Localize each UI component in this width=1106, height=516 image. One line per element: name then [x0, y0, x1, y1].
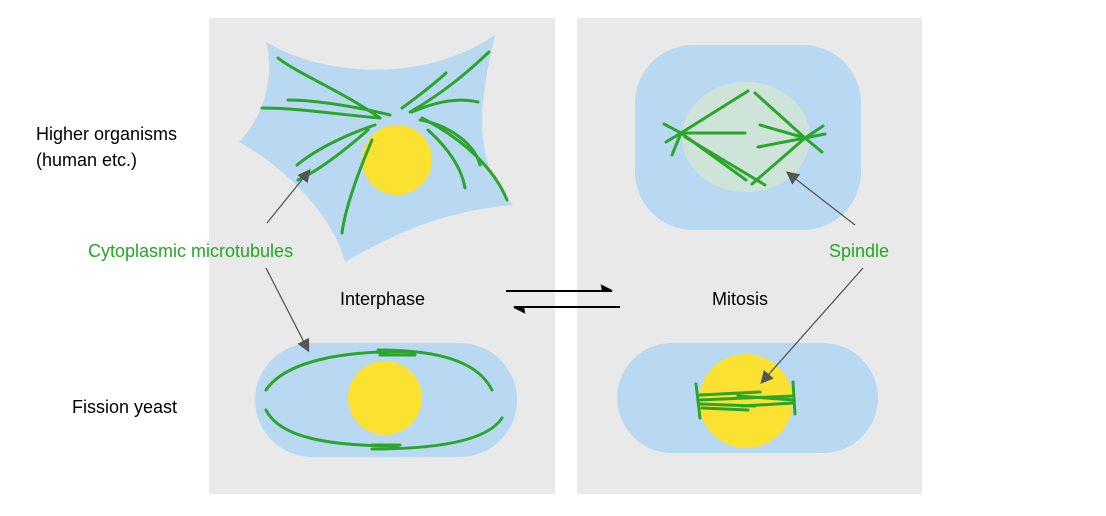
nucleus [362, 125, 432, 195]
spindle-zone [682, 82, 810, 192]
row-label-higher-organisms: Higher organisms [36, 124, 178, 144]
row-label-fission-yeast: Fission yeast [72, 397, 178, 417]
spindle-microtubules [694, 380, 797, 420]
row-label-higher-organisms-sub: (human etc.) [36, 150, 138, 170]
pointer-cytoplasmic-lower [265, 267, 310, 353]
human-mitosis-cell [635, 45, 861, 230]
yeast-interphase-cell [255, 343, 517, 457]
nucleus [348, 361, 422, 435]
transition-arrows [506, 284, 620, 314]
phase-label-mitosis: Mitosis [712, 289, 769, 309]
pointer-cytoplasmic-upper [266, 168, 311, 224]
annotation-spindle: Spindle [829, 241, 890, 261]
pointer-spindle-lower [760, 267, 864, 384]
cytoplasmic-microtubules [264, 348, 504, 451]
yeast-mitosis-cell [617, 343, 878, 453]
annotation-cytoplasmic-microtubules: Cytoplasmic microtubules [88, 241, 294, 261]
pointer-spindle-upper [785, 171, 856, 226]
nucleus [699, 354, 793, 448]
phase-label-interphase: Interphase [340, 289, 426, 309]
spindle-microtubules [662, 89, 827, 187]
